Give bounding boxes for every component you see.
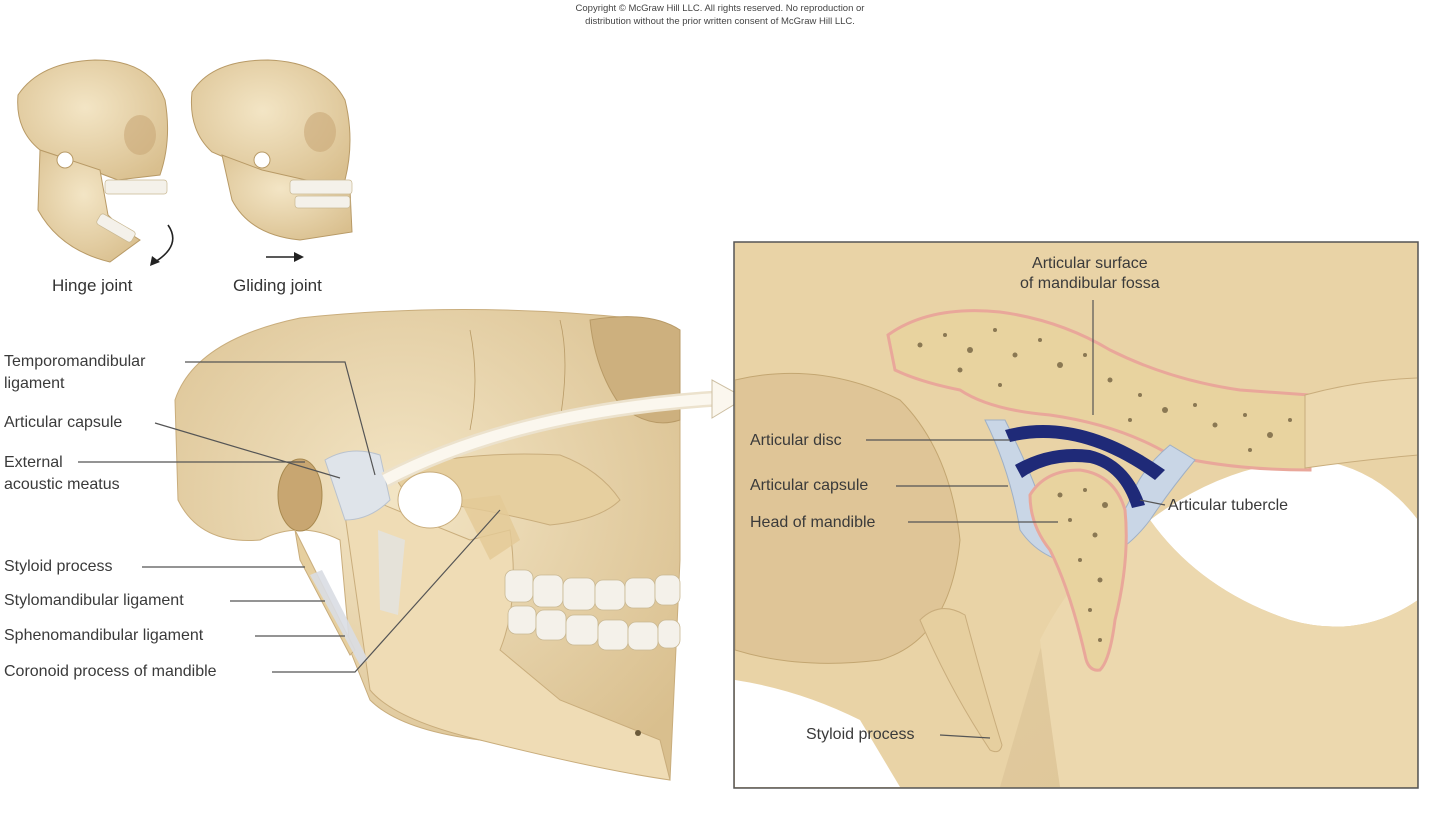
label-external-line1: External: [4, 454, 63, 471]
label-styloid-process-left: Styloid process: [4, 558, 113, 575]
label-surface-line2: of mandibular fossa: [1020, 275, 1160, 292]
label-articular-capsule-left: Articular capsule: [4, 414, 123, 431]
gliding-joint-skull: [190, 59, 353, 262]
label-temporomandibular-line1: Temporomandibular: [4, 353, 146, 370]
label-temporomandibular-line2: ligament: [4, 375, 65, 392]
label-temporomandibular-ligament: Temporomandibular ligament: [4, 351, 145, 395]
copyright-line-1: Copyright © McGraw Hill LLC. All rights …: [575, 3, 865, 14]
hinge-joint-caption: Hinge joint: [52, 276, 133, 295]
label-styloid-process-right: Styloid process: [806, 726, 915, 743]
large-skull: [174, 308, 681, 781]
gliding-joint-caption: Gliding joint: [233, 276, 322, 295]
label-stylomandibular-ligament: Stylomandibular ligament: [4, 592, 184, 609]
label-articular-tubercle: Articular tubercle: [1168, 497, 1289, 514]
label-surface-line1: Articular surface: [1032, 255, 1148, 272]
copyright-line-2: distribution without the prior written c…: [585, 16, 855, 27]
hinge-joint-skull: [17, 59, 174, 266]
label-sphenomandibular-ligament: Sphenomandibular ligament: [4, 627, 204, 644]
copyright-notice: Copyright © McGraw Hill LLC. All rights …: [480, 2, 960, 28]
right-leader-lines: [866, 300, 1166, 739]
label-head-of-mandible: Head of mandible: [750, 514, 876, 531]
label-articular-capsule-right: Articular capsule: [750, 477, 869, 494]
label-external-acoustic-meatus: External acoustic meatus: [4, 452, 120, 496]
label-articular-disc: Articular disc: [750, 432, 842, 449]
inset-panel: [733, 241, 1419, 789]
label-coronoid-process: Coronoid process of mandible: [4, 663, 217, 680]
left-leader-lines: [78, 361, 501, 673]
label-external-line2: acoustic meatus: [4, 476, 120, 493]
label-articular-surface: Articular surface of mandibular fossa: [1020, 254, 1160, 294]
